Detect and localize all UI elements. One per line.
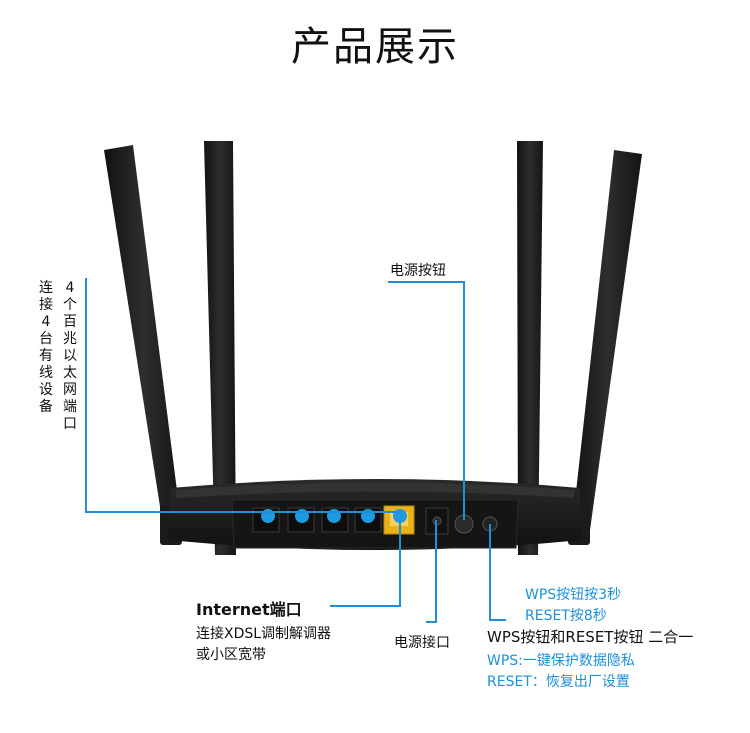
power-button-label: 电源按钮 <box>390 263 446 279</box>
page-title: 产品展示 <box>291 24 459 70</box>
power-port-callout-line <box>426 520 437 623</box>
internet-desc-line1: 连接XDSL调制解调器 <box>196 626 332 642</box>
wps-hint-line2: RESET按8秒 <box>525 608 607 624</box>
power-port-label: 电源接口 <box>394 635 450 651</box>
lan-ports-text: 4个百兆以太网端口 <box>63 280 77 432</box>
lan-desc-text: 连接4台有线设备 <box>39 280 53 415</box>
antenna-right-outer <box>572 150 642 530</box>
wps-hint-line1: WPS按钮按3秒 <box>525 587 622 603</box>
internet-port-label: Internet端口 <box>196 600 302 619</box>
internet-callout-line <box>330 520 401 607</box>
antenna-left-inner <box>204 141 236 555</box>
wps-callout-line <box>489 524 506 621</box>
reset-desc-line: RESET：恢复出厂设置 <box>487 674 630 690</box>
antenna-left-outer <box>104 145 182 532</box>
wps-desc-line: WPS:一键保护数据隐私 <box>487 653 635 669</box>
antenna-right-inner <box>517 141 543 555</box>
wps-main-label: WPS按钮和RESET按钮 二合一 <box>487 628 694 646</box>
power-button-callout-line <box>388 281 465 520</box>
internet-desc-line2: 或小区宽带 <box>196 647 266 663</box>
lan-callout-line <box>85 278 400 513</box>
